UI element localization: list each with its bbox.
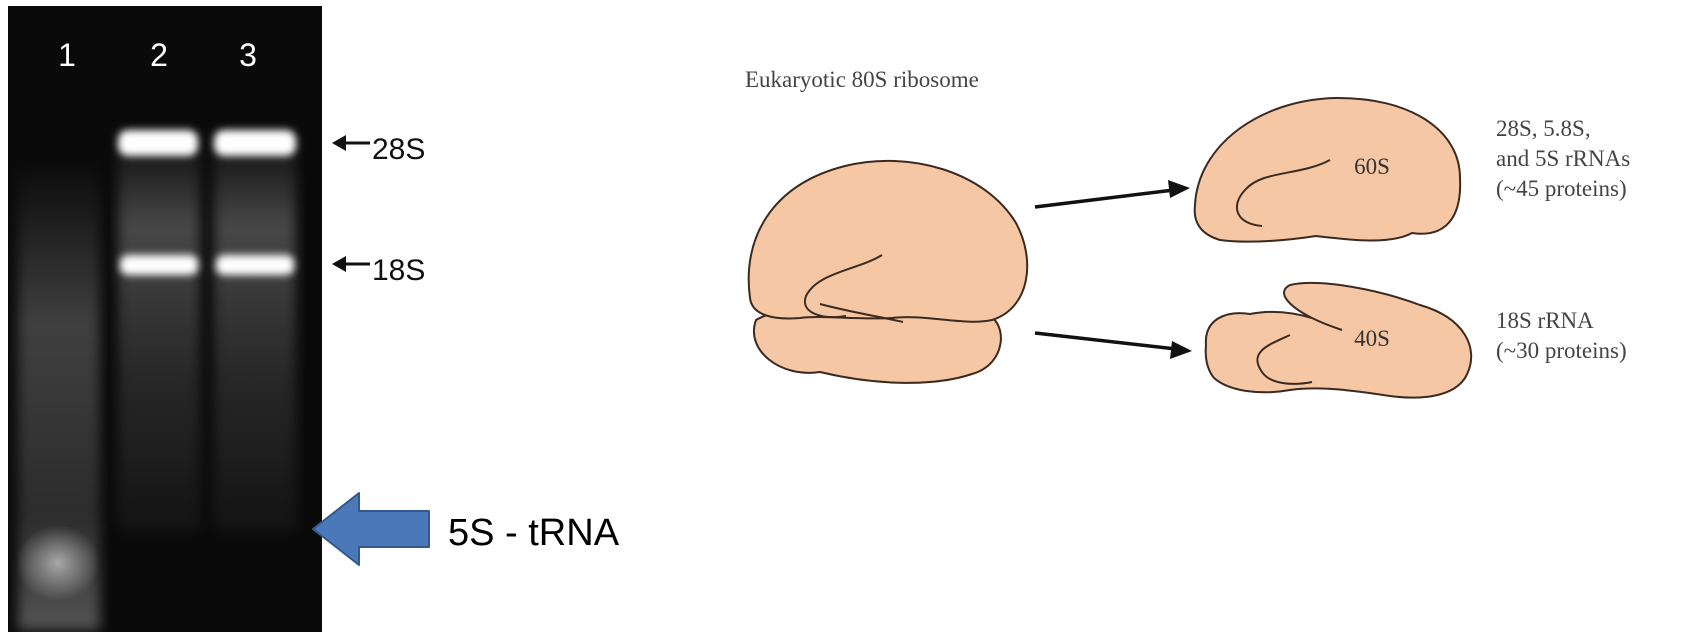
diagram-title: Eukaryotic 80S ribosome	[745, 67, 979, 92]
large-subunit-60s: 60S	[1195, 98, 1460, 242]
arrow-to-40s	[1035, 333, 1192, 359]
small-subunit-40s: 40S	[1206, 283, 1471, 398]
large-subunit-label: 60S	[1354, 154, 1390, 179]
ribosome-diagram: Eukaryotic 80S ribosome 60S	[745, 67, 1630, 398]
arrow-to-60s	[1035, 180, 1190, 207]
ribosome-80s-upper-lobe	[749, 161, 1028, 322]
large-subunit-shape	[1195, 98, 1460, 242]
arrow-right-icon	[1170, 341, 1192, 359]
small-subunit-shape	[1206, 283, 1471, 398]
lane-2-smear	[118, 150, 200, 530]
band-marker-18s: 18S	[332, 254, 425, 287]
small-subunit-label: 40S	[1354, 326, 1390, 351]
lane-3-28s-band	[214, 130, 296, 156]
block-arrow-left-icon	[313, 493, 429, 565]
lane-2-28s-band	[118, 130, 198, 156]
band-marker-28s: 28S	[332, 133, 425, 166]
large-subunit-description-line-3: (~45 proteins)	[1496, 176, 1627, 201]
band-label-18s: 18S	[372, 254, 425, 287]
large-subunit-description-line-2: and 5S rRNAs	[1496, 146, 1630, 171]
gel-image: 1 2 3	[8, 6, 322, 632]
left-arrow-icon	[332, 135, 370, 151]
large-subunit-description: 28S, 5.8S, and 5S rRNAs (~45 proteins)	[1496, 116, 1630, 201]
left-arrow-icon	[332, 256, 370, 272]
lane-label-2: 2	[150, 37, 168, 73]
lane-3-smear	[214, 150, 296, 530]
small-subunit-description-line-2: (~30 proteins)	[1496, 338, 1627, 363]
lane-label-3: 3	[239, 37, 257, 73]
callout-label: 5S - tRNA	[448, 512, 620, 554]
lane-label-1: 1	[58, 37, 76, 73]
large-subunit-description-line-1: 28S, 5.8S,	[1496, 116, 1591, 141]
arrow-right-icon	[1168, 180, 1190, 198]
callout-5s-trna: 5S - tRNA	[313, 493, 620, 565]
band-label-28s: 28S	[372, 133, 425, 166]
lane-1-low-mw-blob	[16, 525, 100, 601]
lane-2-18s-band	[120, 255, 198, 275]
small-subunit-description-line-1: 18S rRNA	[1496, 308, 1594, 333]
small-subunit-description: 18S rRNA (~30 proteins)	[1496, 308, 1627, 363]
lane-3-18s-band	[216, 255, 294, 275]
ribosome-80s	[749, 161, 1028, 383]
